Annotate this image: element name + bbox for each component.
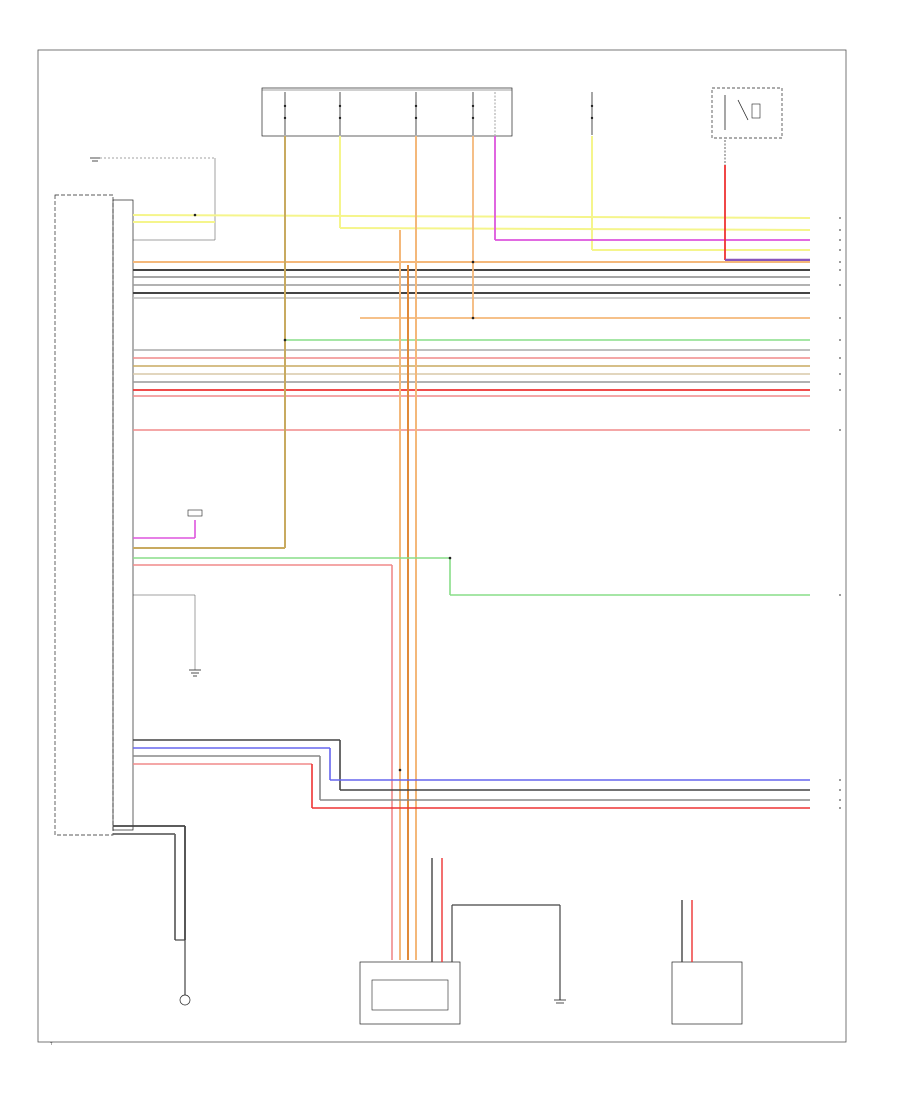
harness-wires: [132, 136, 811, 431]
diagram-frame: [37, 49, 847, 1043]
combination-meter: [359, 858, 566, 1025]
green-sensor-branch: [133, 556, 810, 596]
ground-icon-mid-left: [133, 594, 201, 677]
violet-short-branch: [133, 509, 203, 539]
antenna-wires: [113, 825, 191, 1006]
right-terminals: [839, 217, 841, 809]
lower-bundle-wires: [133, 739, 810, 809]
control-unit: [54, 194, 134, 836]
relay-block-right: [711, 87, 783, 165]
body-control-module: [671, 900, 743, 1025]
fuse-block-right-1: [590, 92, 594, 135]
fuse-block-main: [261, 87, 513, 137]
page-footer-tag: T: [50, 1041, 53, 1046]
splice-dots: [193, 213, 475, 772]
meter-feed-wires: [133, 136, 417, 960]
ground-icon-top-left: [90, 157, 216, 241]
